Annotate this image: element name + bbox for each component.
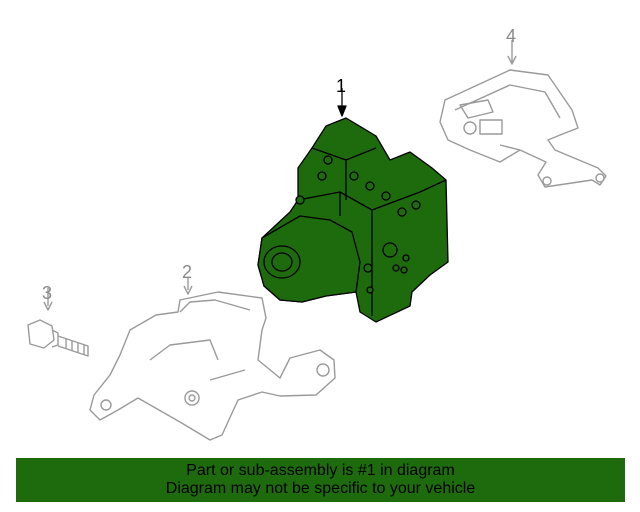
disclaimer-banner: Part or sub-assembly is #1 in diagram Di…: [16, 458, 625, 502]
mounting-bracket-icon: [89, 278, 336, 441]
parts-diagram: [27, 40, 607, 441]
banner-line-1: Part or sub-assembly is #1 in diagram: [186, 462, 455, 479]
bolt-icon: [27, 288, 89, 357]
control-module-icon: [439, 40, 607, 188]
callout-part-3: 3: [42, 283, 53, 303]
callout-part-1: 1: [336, 76, 347, 96]
callout-part-2: 2: [182, 262, 193, 282]
banner-line-2: Diagram may not be specific to your vehi…: [165, 480, 476, 497]
callout-part-4: 4: [506, 26, 517, 46]
abs-modulator-icon: [257, 88, 449, 323]
